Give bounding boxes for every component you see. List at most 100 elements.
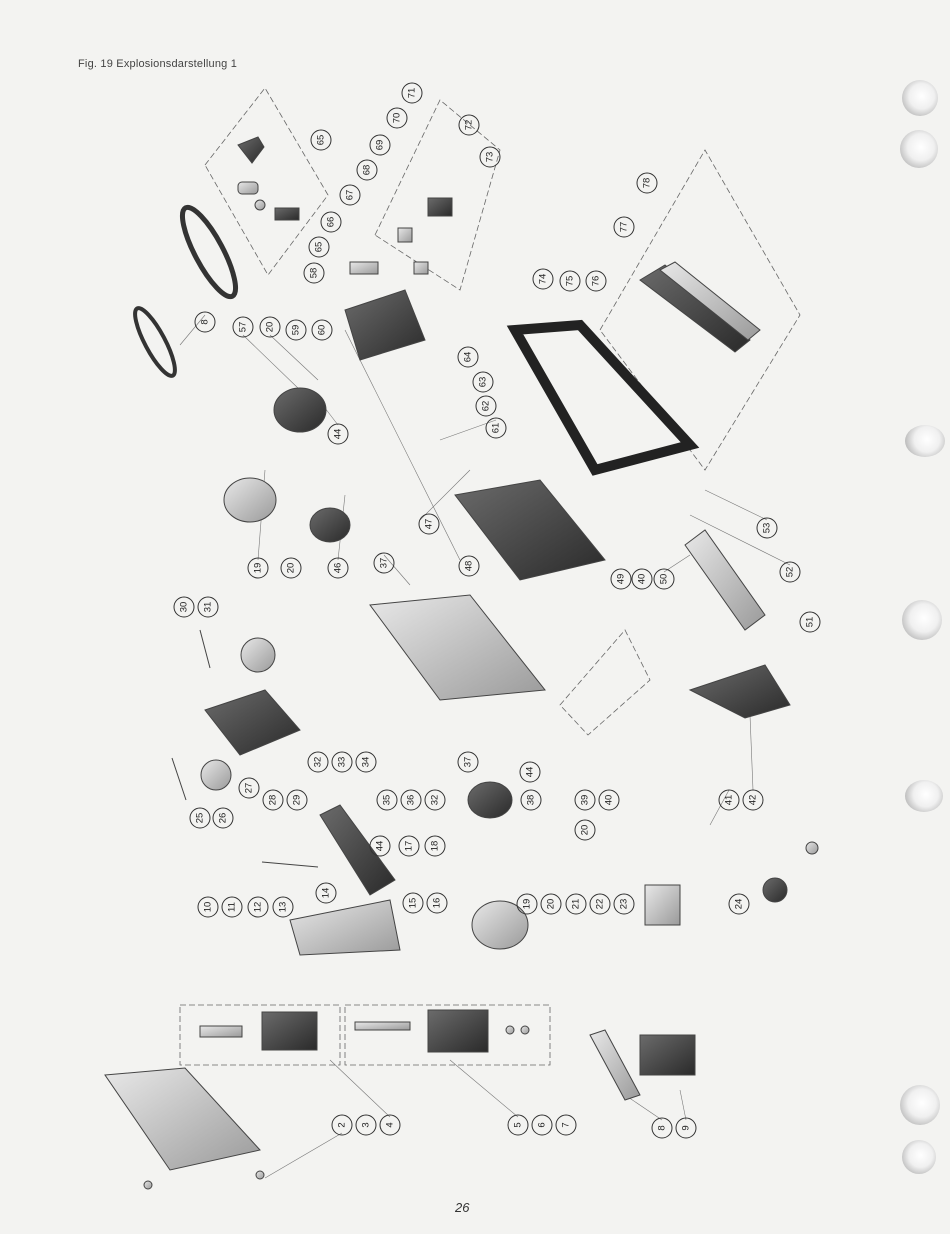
callout-35: 35 xyxy=(377,790,397,810)
motor-housing xyxy=(205,690,300,755)
callout-number: 61 xyxy=(491,423,502,434)
shaft-25 xyxy=(172,758,186,800)
callout-number: 3 xyxy=(361,1122,372,1127)
callout-61: 61 xyxy=(486,418,506,438)
callout-22: 22 xyxy=(590,894,610,914)
callout-number: 44 xyxy=(375,841,386,852)
roller-cylinder xyxy=(685,530,765,630)
callout-number: 11 xyxy=(227,902,238,912)
callout-78: 78 xyxy=(637,173,657,193)
callout-68: 68 xyxy=(357,160,377,180)
callout-65: 65 xyxy=(309,237,329,257)
callout-number: 5 xyxy=(513,1122,524,1127)
callout-16: 16 xyxy=(427,893,447,913)
callout-42: 42 xyxy=(743,790,763,810)
callout-number: 18 xyxy=(430,841,441,852)
callout-number: 69 xyxy=(375,140,386,151)
washer-part xyxy=(255,200,265,210)
callout-number: 41 xyxy=(724,795,735,806)
callout-number: 64 xyxy=(463,352,474,363)
cover-frame xyxy=(515,262,760,470)
callout-58: 58 xyxy=(304,263,324,283)
base-plate xyxy=(105,1068,260,1170)
callout-41: 41 xyxy=(719,790,739,810)
callout-number: 63 xyxy=(478,377,489,388)
callout-number: 33 xyxy=(337,757,348,768)
callout-5: 5 xyxy=(508,1115,528,1135)
callout-number: 59 xyxy=(291,325,302,336)
callout-71: 71 xyxy=(402,83,422,103)
bracket-part xyxy=(275,208,299,220)
callout-66: 66 xyxy=(321,212,341,232)
callout-number: 19 xyxy=(253,563,264,574)
callout-30: 30 xyxy=(174,597,194,617)
bracket-part xyxy=(238,137,264,163)
callout-number: 14 xyxy=(321,888,332,899)
callout-17: 17 xyxy=(399,836,419,856)
callout-36: 36 xyxy=(401,790,421,810)
callout-number: 37 xyxy=(379,558,390,569)
side-bracket-plate xyxy=(290,900,400,955)
callout-number: 20 xyxy=(265,322,276,333)
screw-3 xyxy=(256,1171,264,1179)
callout-number: 20 xyxy=(286,563,297,574)
callout-number: 13 xyxy=(278,902,289,913)
callout-8: 8 xyxy=(652,1118,672,1138)
flywheel-46 xyxy=(310,508,350,542)
callout-number: 2 xyxy=(337,1122,348,1127)
callout-19: 19 xyxy=(248,558,268,578)
drive-belt-small xyxy=(128,304,181,380)
callout-75: 75 xyxy=(560,271,580,291)
callout-number: 10 xyxy=(203,902,214,913)
callout-number: 9 xyxy=(681,1125,692,1130)
nut-24 xyxy=(806,842,818,854)
callout-34: 34 xyxy=(356,752,376,772)
callout-number: 65 xyxy=(314,242,325,253)
callout-number: 30 xyxy=(179,602,190,613)
binder-hole xyxy=(900,1085,940,1125)
callout-number: 49 xyxy=(616,574,627,585)
callout-number: 31 xyxy=(203,602,214,613)
leader-line xyxy=(705,490,767,520)
callout-20: 20 xyxy=(541,894,561,914)
callout-73: 73 xyxy=(480,147,500,167)
callout-number: 7 xyxy=(561,1122,572,1127)
callout-number: 71 xyxy=(407,88,418,99)
callout-44: 44 xyxy=(370,836,390,856)
callout-62: 62 xyxy=(476,396,496,416)
callout-3: 3 xyxy=(356,1115,376,1135)
capstan-drum-upper xyxy=(224,478,276,522)
callout-number: 68 xyxy=(362,165,373,176)
callout-number: 32 xyxy=(313,757,324,768)
solenoid-right xyxy=(428,1010,488,1052)
leader-line xyxy=(450,1060,518,1117)
drive-belts xyxy=(128,201,245,380)
callout-number: 12 xyxy=(253,902,264,913)
callout-number: 26 xyxy=(218,813,229,824)
callout-31: 31 xyxy=(198,597,218,617)
plunger-right xyxy=(355,1022,410,1030)
flywheel-38 xyxy=(468,782,512,818)
callout-number: 44 xyxy=(333,429,344,440)
callout-24: 24 xyxy=(729,894,749,914)
callout-number: 67 xyxy=(345,190,356,201)
callout-44: 44 xyxy=(328,424,348,444)
callout-9: 9 xyxy=(676,1118,696,1138)
callout-number: 52 xyxy=(785,567,796,578)
callout-number: 17 xyxy=(404,841,415,852)
callout-number: 53 xyxy=(762,523,773,534)
callout-72: 72 xyxy=(459,115,479,135)
capstan-drum-lower xyxy=(472,901,528,949)
callout-23: 23 xyxy=(614,894,634,914)
leader-line xyxy=(345,330,460,560)
knob-24 xyxy=(763,878,787,902)
gear-part xyxy=(238,182,258,194)
switch-clip xyxy=(398,228,412,242)
pinch-roller-assembly xyxy=(645,842,818,925)
callout-number: 32 xyxy=(430,795,441,806)
leader-line xyxy=(750,715,753,790)
outline-lever-group xyxy=(560,630,650,735)
flywheel-upper xyxy=(274,388,326,432)
callout-number: 77 xyxy=(619,222,630,233)
